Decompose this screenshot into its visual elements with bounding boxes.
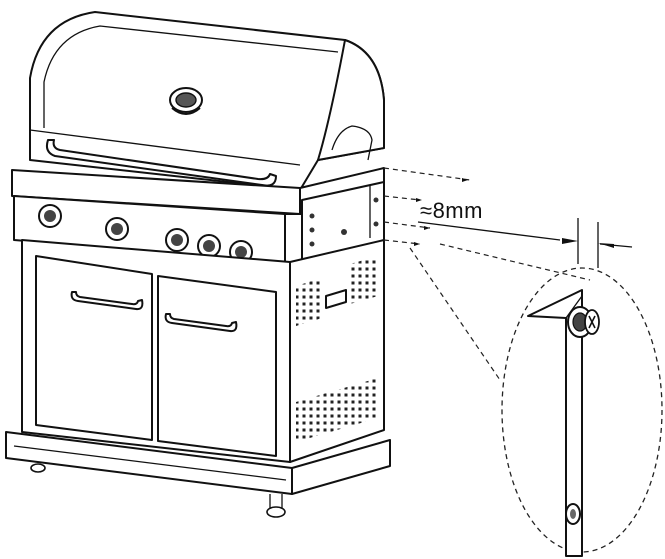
dimension-indicator (417, 218, 633, 268)
door-handle-icon (70, 291, 144, 311)
control-knob-icon (38, 204, 62, 228)
control-knob-icon (105, 217, 129, 241)
detail-zoom-view (501, 267, 663, 557)
caster-wheel-icon (266, 506, 286, 518)
grill-lid (29, 11, 385, 191)
left-door (35, 255, 153, 441)
grill-base (5, 431, 391, 518)
right-door (157, 275, 277, 457)
screw-icon (567, 306, 600, 338)
measurement-label: ≈8mm (420, 198, 483, 223)
thermometer-icon (169, 87, 203, 115)
screw-guide-lines (383, 167, 591, 381)
control-knob-icon (165, 228, 189, 252)
control-knob-icon (197, 234, 221, 258)
mounting-hole-icon (565, 503, 581, 525)
door-handle-icon (164, 313, 238, 333)
cabinet (21, 239, 385, 463)
